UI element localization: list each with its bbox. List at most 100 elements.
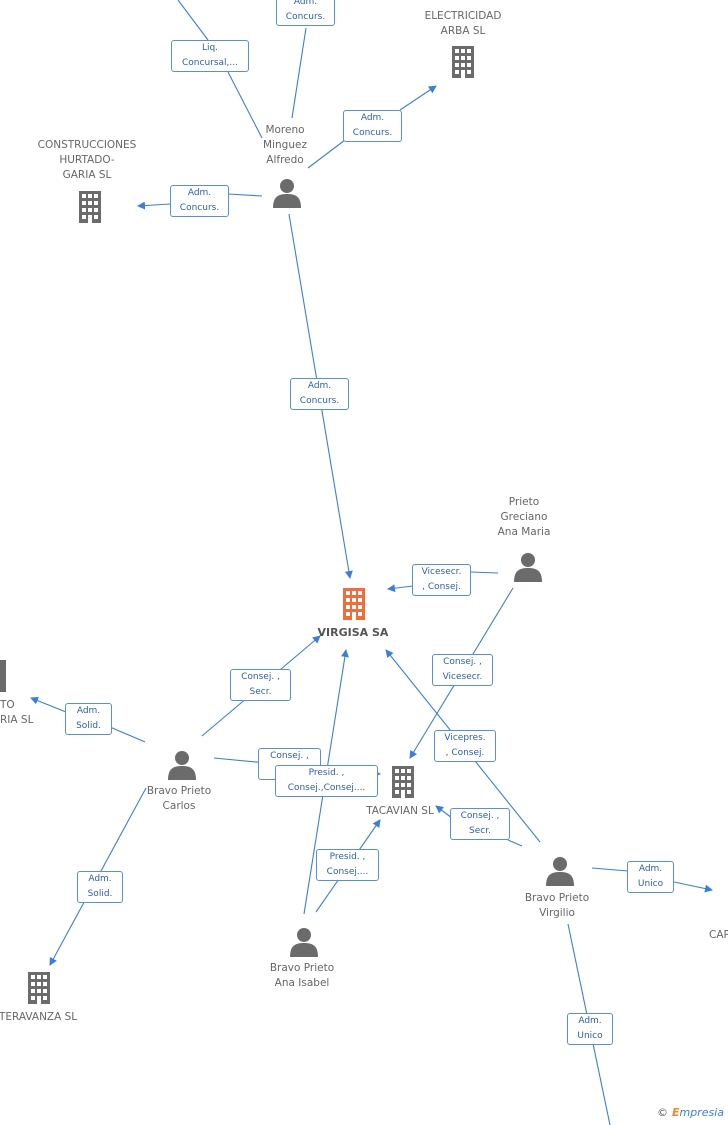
node-name: Alfredo bbox=[266, 154, 304, 166]
edge-label-text: Consej.,Consej.... bbox=[287, 783, 366, 793]
edge-label-text: Consej. , bbox=[443, 657, 482, 667]
edge-label-text: Vicepres. bbox=[444, 733, 486, 743]
node-name: CAP bbox=[709, 929, 728, 941]
node-construcciones-hurtado[interactable]: CONSTRUCCIONES HURTADO- GARIA SL bbox=[38, 138, 137, 183]
node-bravo-carlos[interactable]: Bravo Prieto Carlos bbox=[147, 784, 211, 814]
building-icon[interactable] bbox=[392, 766, 414, 798]
person-icon[interactable] bbox=[273, 179, 301, 208]
node-name: CONSTRUCCIONES bbox=[37, 139, 137, 151]
edge-label-text: , Consej. bbox=[422, 582, 461, 592]
node-right-company[interactable]: CAP bbox=[709, 928, 728, 943]
edge-label-text: Presid. , bbox=[329, 852, 366, 862]
node-name: Bravo Prieto bbox=[524, 892, 590, 904]
brand-initial: E bbox=[671, 1106, 680, 1119]
node-name: Prieto bbox=[508, 496, 540, 508]
edge-label-text: Liq. bbox=[201, 43, 219, 53]
node-name: Greciano bbox=[500, 511, 548, 523]
edge-label-text: Concursal,... bbox=[182, 58, 238, 68]
node-name: Ana Isabel bbox=[274, 977, 330, 989]
edge-label-text: Secr. bbox=[249, 687, 272, 697]
edge-label[interactable]: Adm. Unico bbox=[567, 1013, 613, 1045]
edge-label-text: , Consej. bbox=[445, 748, 485, 758]
edge-label[interactable]: Adm. Concurs. bbox=[343, 110, 402, 142]
person-icon[interactable] bbox=[168, 751, 196, 780]
node-name: Ana Maria bbox=[497, 526, 551, 538]
node-tacavian[interactable]: TACAVIAN SL bbox=[366, 804, 434, 819]
person-icon[interactable] bbox=[546, 857, 574, 886]
edge-label-text: Concurs. bbox=[285, 12, 326, 22]
edge-label[interactable]: Adm. Concurs. bbox=[170, 185, 229, 217]
edge-label-text: Consej. , bbox=[460, 811, 500, 821]
edge-label-text: Presid. , bbox=[308, 768, 345, 778]
node-name: ELECTRICIDAD bbox=[424, 10, 502, 22]
building-icon-main[interactable] bbox=[343, 588, 365, 620]
edge-label-text: Solid. bbox=[87, 889, 113, 899]
edge-label[interactable]: Vicepres. , Consej. bbox=[434, 730, 496, 762]
edge-label[interactable]: Consej. , Vicesecr. bbox=[432, 654, 493, 686]
node-name: Minguez bbox=[263, 139, 307, 151]
node-electricidad-arba[interactable]: ELECTRICIDAD ARBA SL bbox=[425, 9, 502, 39]
edge-moreno-construcciones bbox=[138, 193, 263, 206]
node-name: VIRGISA SA bbox=[317, 626, 389, 639]
edge-label-text: Adm. bbox=[578, 1016, 602, 1026]
node-name: Virgilio bbox=[539, 907, 575, 919]
node-name: TO bbox=[0, 699, 15, 711]
edge-label[interactable]: Adm. Solid. bbox=[77, 871, 123, 903]
edge-label-text: Adm. bbox=[307, 381, 332, 391]
edge-carlos-left bbox=[31, 698, 146, 743]
edge-label[interactable]: Adm. Solid. bbox=[65, 703, 112, 735]
node-name: ARBA SL bbox=[440, 25, 486, 37]
person-icon[interactable] bbox=[514, 553, 542, 582]
edge-label-text: Consej. , bbox=[241, 672, 280, 682]
edge-greciano-virgisa bbox=[388, 571, 499, 589]
edge-label[interactable]: Adm. Concurs. bbox=[290, 378, 349, 410]
person-icon[interactable] bbox=[290, 928, 318, 957]
edge-label-text: Adm. bbox=[88, 874, 112, 884]
edge-label[interactable]: Adm. Unico bbox=[627, 861, 674, 893]
node-prieto-greciano[interactable]: Prieto Greciano Ana Maria bbox=[498, 495, 551, 540]
node-bravo-virgilio[interactable]: Bravo Prieto Virgilio bbox=[525, 891, 589, 921]
brand-name: mpresia bbox=[679, 1106, 724, 1119]
node-bravo-isabel[interactable]: Bravo Prieto Ana Isabel bbox=[270, 961, 334, 991]
edge-top-left bbox=[177, 0, 209, 41]
node-moreno-minguez[interactable]: Moreno Minguez Alfredo bbox=[263, 123, 307, 168]
building-icon[interactable] bbox=[452, 46, 474, 78]
edge-liq bbox=[227, 71, 263, 139]
building-icon[interactable] bbox=[28, 972, 50, 1004]
building-icon[interactable] bbox=[79, 191, 101, 223]
edge-label[interactable]: Vicesecr. , Consej. bbox=[412, 564, 471, 596]
edge-label-text: Adm. bbox=[293, 0, 318, 7]
node-name: Moreno bbox=[265, 124, 305, 136]
node-name: Bravo Prieto bbox=[269, 962, 335, 974]
edge-label[interactable]: Consej. , Secr. bbox=[450, 808, 510, 840]
edge-virgilio-tacavian bbox=[436, 806, 523, 847]
edge-label-text: Vicesecr. bbox=[421, 567, 462, 577]
edge-label-text: Unico bbox=[577, 1031, 603, 1041]
edge-label[interactable]: Presid. , Consej.,Consej.... bbox=[275, 765, 378, 797]
edge-label-text: Adm. bbox=[187, 188, 212, 198]
node-name: TACAVIAN SL bbox=[366, 805, 434, 817]
copyright-icon: © bbox=[656, 1106, 668, 1119]
edge-label-text: Consej. , bbox=[270, 751, 309, 761]
building-icon-partial[interactable] bbox=[0, 660, 6, 692]
edge-label-text: Vicesecr. bbox=[442, 672, 483, 682]
node-name: Carlos bbox=[162, 800, 196, 812]
edge-label-text: Secr. bbox=[469, 826, 491, 836]
node-left-company[interactable]: TO RIA SL bbox=[0, 698, 33, 728]
edge-label[interactable]: Consej. , Secr. bbox=[230, 669, 291, 701]
edge-label[interactable]: Liq. Concursal,... bbox=[171, 40, 249, 72]
node-name: RIA SL bbox=[0, 714, 34, 726]
edge-label-text: Adm. bbox=[360, 113, 385, 123]
edge-label[interactable]: Presid. , Consej.... bbox=[316, 849, 379, 881]
edge-label-text: Concurs. bbox=[299, 396, 340, 406]
edge-label-text: Solid. bbox=[76, 721, 101, 731]
node-interavanza[interactable]: INTERAVANZA SL bbox=[0, 1010, 77, 1025]
edge-label-text: Unico bbox=[637, 879, 664, 889]
node-name: Bravo Prieto bbox=[146, 785, 212, 797]
edge-label-text: Concurs. bbox=[352, 128, 393, 138]
node-virgisa[interactable]: VIRGISA SA bbox=[318, 625, 389, 640]
edge-label-text: Concurs. bbox=[179, 203, 220, 213]
edge-label[interactable]: Adm. Concurs. bbox=[276, 0, 335, 26]
node-name: HURTADO- bbox=[59, 154, 115, 166]
edge-label-text: Consej.... bbox=[326, 867, 369, 877]
